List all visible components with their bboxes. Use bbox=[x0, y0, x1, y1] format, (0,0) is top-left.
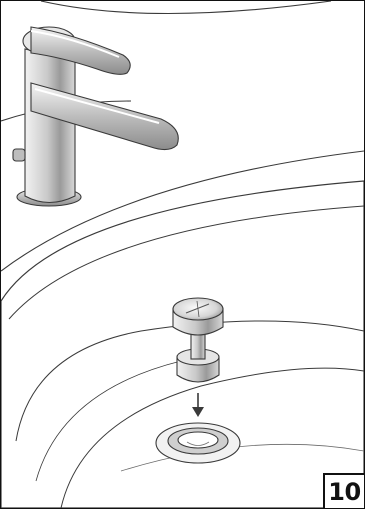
step-number-badge: 10 bbox=[323, 473, 364, 508]
faucet-icon bbox=[13, 27, 178, 206]
drain-hole-icon bbox=[156, 423, 240, 463]
